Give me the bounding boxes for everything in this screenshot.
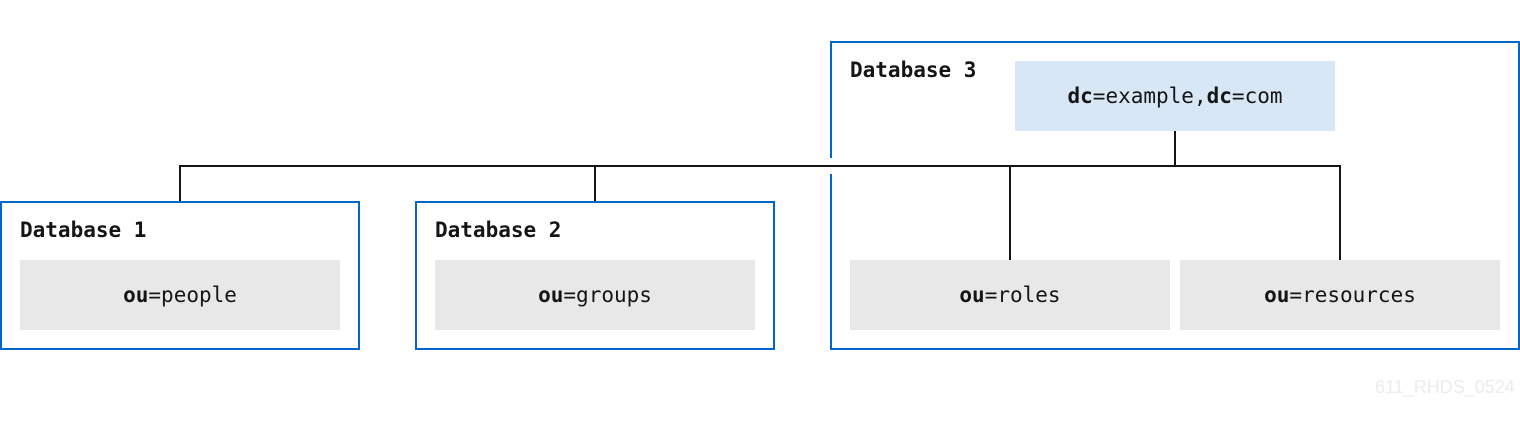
root-separator: , [1193, 84, 1207, 108]
connector-to-people [179, 165, 181, 202]
people-equals: = [148, 283, 162, 307]
roles-node: ou=roles [850, 260, 1170, 330]
figure-id-watermark: 611_RHDS_0524 [1375, 377, 1515, 397]
database-1-title: Database 1 [20, 218, 147, 242]
root-equals-2: = [1231, 84, 1245, 108]
connector-to-roles [1009, 165, 1011, 260]
people-node: ou=people [20, 260, 340, 330]
main-connector-crossing [826, 165, 836, 167]
root-vertical-connector [1174, 130, 1176, 166]
connector-to-resources [1339, 165, 1341, 260]
database-2-box [415, 201, 775, 350]
root-equals-1: = [1092, 84, 1106, 108]
connector-to-groups [594, 165, 596, 202]
main-horizontal-connector [179, 165, 1341, 167]
resources-key: ou [1264, 283, 1290, 307]
groups-node: ou=groups [435, 260, 755, 330]
roles-value: roles [997, 283, 1061, 307]
people-key: ou [123, 283, 149, 307]
groups-equals: = [563, 283, 577, 307]
root-suffix-node: dc=example,dc=com [1015, 61, 1335, 131]
root-value-2: com [1244, 84, 1283, 108]
database-3-box [830, 41, 1520, 350]
roles-key: ou [959, 283, 985, 307]
database-1-box [0, 201, 360, 350]
database-3-title: Database 3 [850, 58, 977, 82]
root-key-2: dc [1206, 84, 1232, 108]
groups-key: ou [538, 283, 564, 307]
resources-value: resources [1302, 283, 1416, 307]
resources-equals: = [1289, 283, 1303, 307]
resources-node: ou=resources [1180, 260, 1500, 330]
database-2-title: Database 2 [435, 218, 562, 242]
groups-value: groups [576, 283, 652, 307]
root-value-1: example [1105, 84, 1194, 108]
roles-equals: = [984, 283, 998, 307]
people-value: people [161, 283, 237, 307]
root-key-1: dc [1067, 84, 1093, 108]
